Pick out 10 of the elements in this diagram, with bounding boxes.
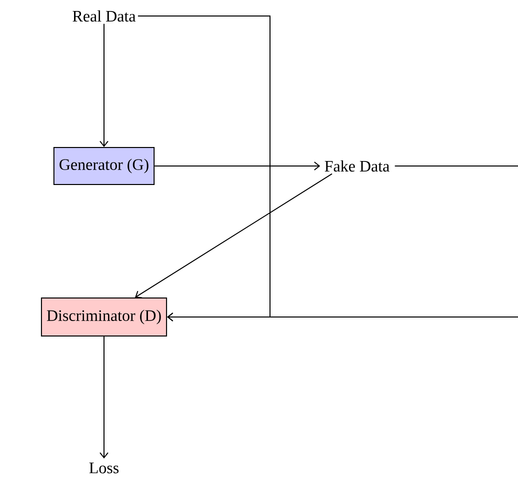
process-box: Generator (G) <box>53 147 155 185</box>
arrow <box>100 336 108 458</box>
arrow <box>135 173 332 298</box>
node-label: Loss <box>89 462 119 474</box>
node-label: Real Data <box>72 10 136 22</box>
arrow <box>154 162 320 170</box>
arrow <box>167 312 518 322</box>
process-box: Discriminator (D) <box>40 298 168 336</box>
node-label: Fake Data <box>324 160 390 172</box>
arrow <box>100 23 108 147</box>
